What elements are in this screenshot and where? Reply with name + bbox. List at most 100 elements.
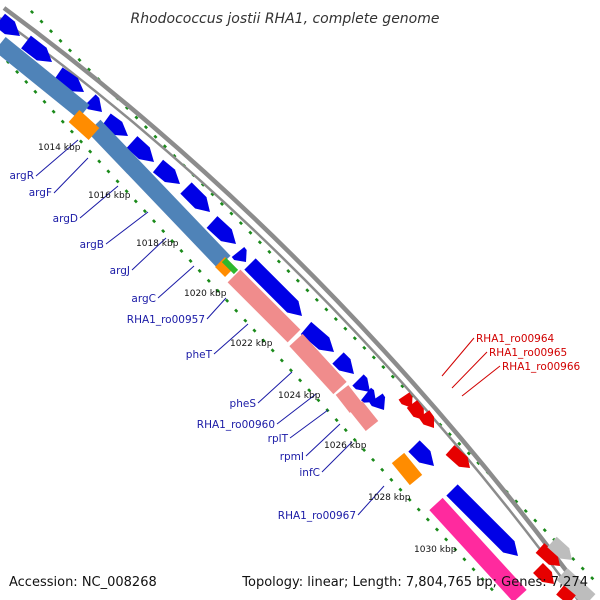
gene-label-argb: argB	[80, 239, 104, 251]
tick-mark	[476, 460, 481, 466]
tick-mark	[219, 201, 224, 206]
gene-label-phet: pheT	[186, 349, 213, 361]
scale-label-1020-kbp: 1020 kbp	[184, 289, 227, 299]
cds-bar-green	[221, 257, 239, 275]
tick-mark	[225, 298, 230, 303]
cds-bar-steel	[0, 37, 90, 119]
tick-mark	[133, 199, 138, 204]
scale-label-1022-kbp: 1022 kbp	[230, 339, 273, 349]
grey-gene-bar	[556, 568, 596, 600]
tick-mark	[161, 229, 166, 234]
leader-line-argb	[105, 211, 149, 245]
cds-bar-magenta	[429, 497, 527, 600]
gene-label-rha1-ro00965: RHA1_ro00965	[489, 347, 567, 359]
leader-line-argf	[53, 157, 89, 194]
tick-track-inner	[5, 59, 494, 592]
red-gene-arrow	[418, 410, 435, 428]
gene-label-argd: argD	[53, 213, 78, 225]
tick-mark	[48, 29, 54, 34]
tick-mark	[243, 318, 248, 323]
tick-mark	[462, 557, 467, 562]
tick-mark	[200, 182, 205, 187]
tick-mark	[162, 144, 167, 149]
tick-mark	[197, 268, 202, 273]
tick-mark	[416, 507, 421, 512]
leader-line-rha1-ro00967	[357, 485, 385, 516]
blue-gene-arrow	[369, 393, 386, 410]
blue-gene-arrow	[0, 13, 20, 36]
tick-mark	[188, 258, 193, 263]
gene-label-rha1-ro00964: RHA1_ro00964	[476, 333, 555, 345]
blue-gene-arrow	[446, 484, 518, 556]
red-gene-arrow	[533, 563, 554, 584]
tick-track-outer	[29, 9, 595, 581]
tick-mark	[24, 79, 29, 84]
red-gene-arrow	[398, 392, 413, 408]
tick-mark	[206, 278, 211, 283]
tick-mark	[67, 48, 73, 53]
leader-line-argc	[157, 265, 195, 299]
tick-mark	[407, 497, 412, 502]
tick-mark	[343, 326, 348, 331]
blue-gene-arrow	[180, 182, 210, 212]
tick-mark	[334, 418, 339, 423]
tick-mark	[389, 477, 394, 482]
tick-mark	[153, 134, 158, 139]
tick-mark	[523, 508, 528, 514]
tick-mark	[381, 365, 386, 370]
tick-mark	[42, 99, 47, 104]
tick-mark	[115, 179, 120, 184]
gene-label-argj: argJ	[110, 265, 130, 277]
scale-label-1026-kbp: 1026 kbp	[324, 441, 367, 451]
gene-label-rha1-ro00957: RHA1_ro00957	[127, 314, 205, 326]
tick-mark	[143, 125, 148, 130]
scale-label-1024-kbp: 1024 kbp	[278, 391, 321, 401]
tick-mark	[229, 211, 234, 216]
topology-text: Topology: linear; Length: 7,804,765 bp; …	[241, 575, 588, 590]
tick-mark	[261, 338, 266, 343]
red-gene-arrow	[445, 445, 470, 468]
tick-mark	[60, 119, 65, 124]
tick-mark	[466, 451, 471, 456]
scale-label-1018-kbp: 1018 kbp	[136, 239, 179, 249]
tick-mark	[434, 527, 440, 532]
tick-mark	[279, 358, 284, 363]
grey-gene-arrow	[547, 536, 572, 560]
red-gene-arrow	[406, 400, 424, 420]
scale-label-1016-kbp: 1016 kbp	[88, 191, 131, 201]
backbone-outer-line	[2, 6, 590, 600]
leader-line-rha1-ro00957	[206, 297, 227, 320]
tick-mark	[533, 518, 538, 523]
tick-mark	[453, 547, 458, 552]
tick-mark	[295, 278, 300, 283]
leader-line-argd	[79, 185, 119, 219]
gene-labels-blue: argRargFargDargBargJargCRHA1_ro00957pheT…	[9, 170, 356, 522]
tick-mark	[270, 348, 275, 353]
leader-line-infc	[321, 441, 353, 473]
tick-mark	[352, 437, 357, 443]
gene-label-rpmi: rpmI	[280, 451, 304, 463]
gene-label-argc: argC	[131, 293, 156, 305]
tick-mark	[252, 328, 257, 333]
tick-mark	[371, 457, 376, 462]
tick-mark	[314, 297, 319, 302]
tick-mark	[343, 427, 348, 433]
tick-mark	[400, 384, 405, 389]
blue-gene-arrow	[361, 387, 376, 403]
blue-gene-arrow	[152, 159, 180, 184]
blue-gene-arrow	[126, 136, 154, 162]
backbone-inner-line	[0, 16, 580, 600]
leader-line-phet	[213, 323, 249, 355]
tick-mark	[86, 67, 92, 72]
tick-mark	[514, 499, 519, 504]
leader-line-rha1-ro00960	[276, 393, 317, 425]
tick-mark	[33, 89, 38, 94]
scale-label-1014-kbp: 1014 kbp	[38, 143, 81, 153]
tick-mark	[276, 259, 281, 264]
cds-bar-steel	[87, 119, 231, 269]
leader-line-phes	[257, 371, 293, 404]
tick-mark	[324, 307, 329, 312]
blue-gene-arrow	[84, 94, 102, 112]
tick-mark	[151, 219, 157, 224]
